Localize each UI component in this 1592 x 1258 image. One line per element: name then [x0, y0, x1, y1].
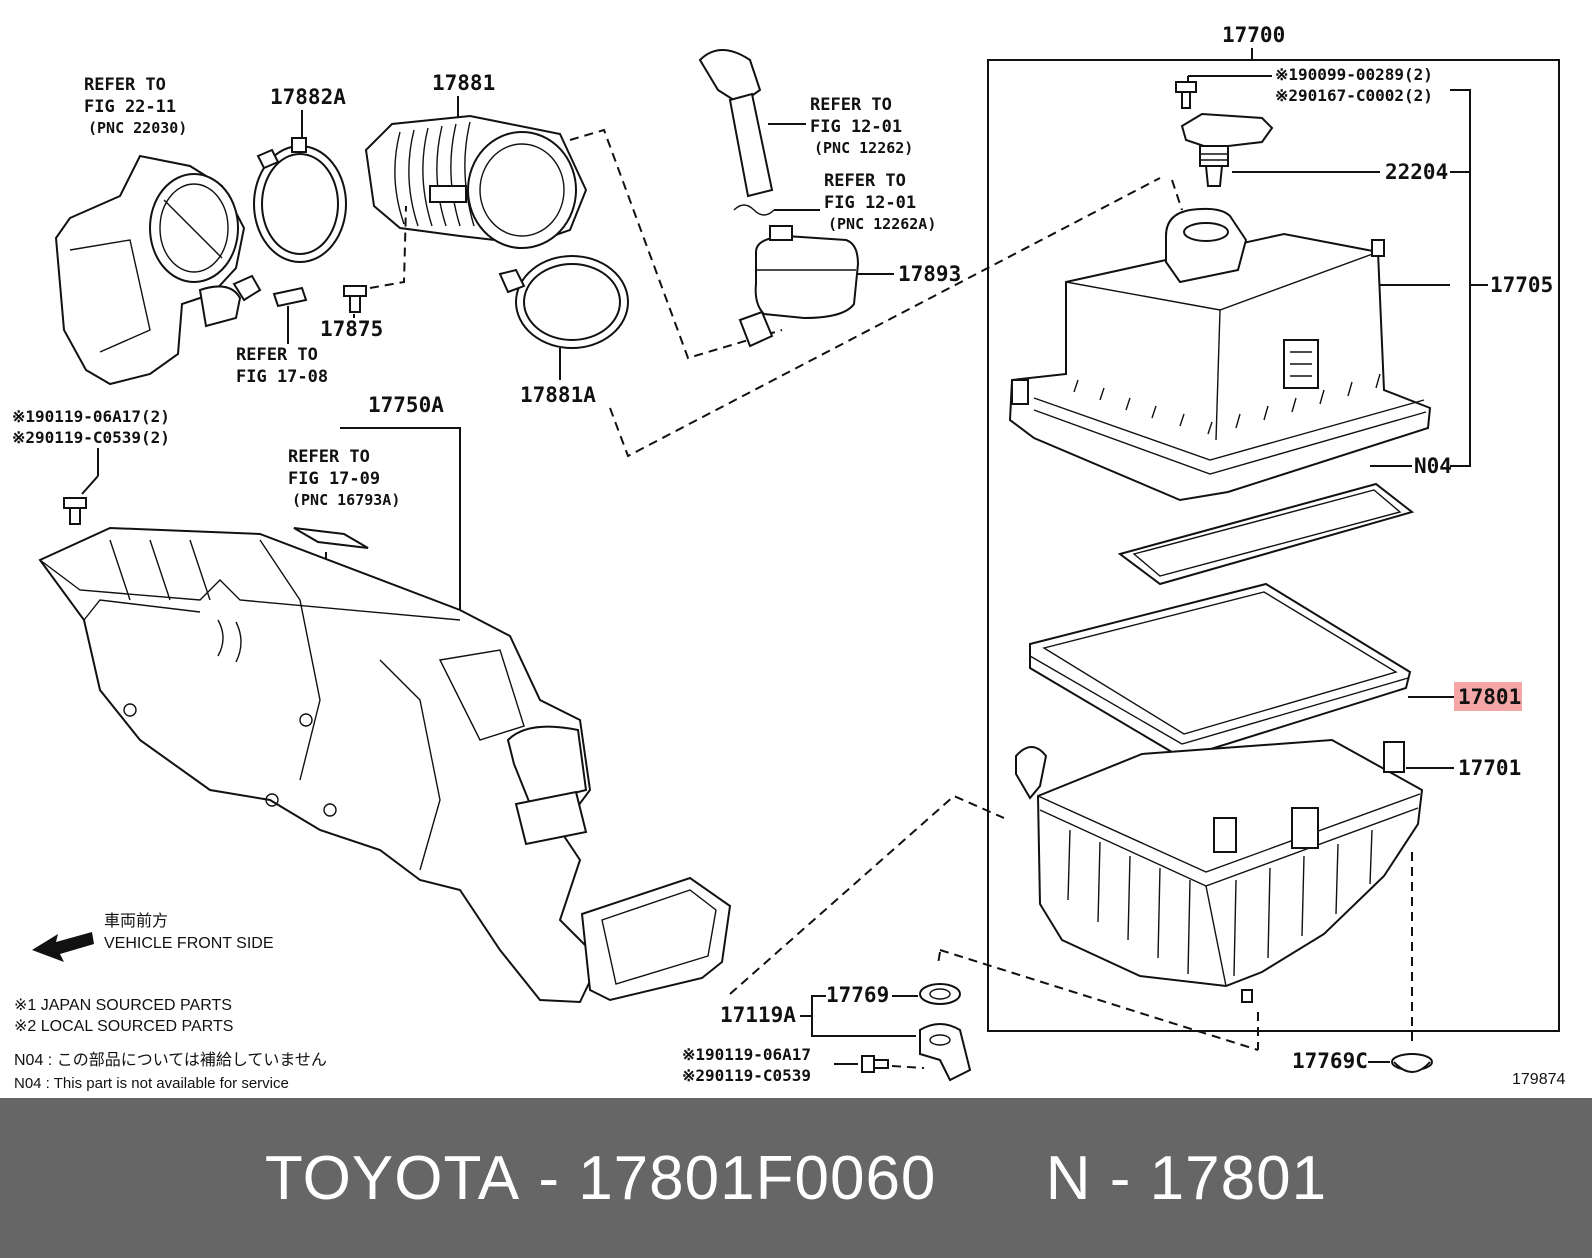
legend-source-1: ※1 JAPAN SOURCED PARTS	[14, 997, 232, 1014]
air-inlet-duct-17750A	[38, 526, 732, 1004]
ref-fig-17-08-line2: FIG 17-08	[236, 367, 328, 387]
footer-short-prefix: N	[1045, 1143, 1092, 1213]
legend-front-en: VEHICLE FRONT SIDE	[104, 935, 274, 952]
air-filter-element-17801	[1029, 582, 1412, 760]
ref-fig-17-09-line3: (PNC 16793A)	[292, 491, 400, 509]
label-17881[interactable]: 17881	[432, 71, 495, 95]
label-17801[interactable]: 17801	[1458, 685, 1521, 709]
bracket-17119A	[919, 1023, 972, 1082]
ref-fig-22-11-line1: REFER TO	[84, 75, 166, 95]
highlight-17801	[1454, 682, 1522, 711]
label-17882A[interactable]: 17882A	[270, 85, 346, 109]
footer-sep-2: -	[1091, 1143, 1150, 1213]
label-17700[interactable]: 17700	[1222, 23, 1285, 47]
seal-piece	[293, 527, 369, 549]
intake-air-hose-17881	[364, 114, 588, 249]
legend-front-jp: 車両前方	[104, 912, 168, 930]
footer-gap	[936, 1143, 1045, 1214]
part-number-banner: TOYOTA - 17801F0060 N - 17801	[0, 1098, 1592, 1258]
bolt-icon	[1175, 81, 1197, 109]
breather-hose	[698, 49, 774, 198]
ref-fig-22-11-line2: FIG 22-11	[84, 97, 176, 117]
bolt-icon-left	[63, 497, 87, 525]
air-cleaner-lower-case	[1015, 738, 1424, 1003]
ref-fig-17-08-line1: REFER TO	[236, 345, 318, 365]
bolt-spec-left-1: ※190119-06A17(2)	[12, 407, 170, 426]
legend-n04-jp: N04 : この部品については補給していません	[14, 1051, 327, 1069]
assembly-frame-17700	[987, 59, 1560, 1032]
footer-brand: TOYOTA	[264, 1143, 521, 1213]
footer-part-number: 17801F0060	[578, 1143, 937, 1213]
vehicle-front-arrow-icon	[32, 932, 94, 962]
label-17893[interactable]: 17893	[898, 262, 961, 286]
ref-fig-22-11-line3: (PNC 22030)	[88, 119, 187, 137]
resonator-17893	[738, 225, 860, 348]
ref-fig-17-09-line2: FIG 17-09	[288, 469, 380, 489]
ref-fig-12-01a-line2: FIG 12-01	[824, 193, 916, 213]
label-17769C[interactable]: 17769C	[1292, 1049, 1368, 1073]
label-17750A[interactable]: 17750A	[368, 393, 444, 417]
footer-sep-1: -	[520, 1143, 579, 1213]
label-22204[interactable]: 22204	[1385, 160, 1448, 184]
parts-diagram: 17700 17705 ※190099-00289(2) ※290167-C00…	[12, 23, 1565, 1092]
ref-fig-12-01-line3: (PNC 12262)	[814, 139, 913, 157]
label-17705[interactable]: 17705	[1490, 273, 1553, 297]
ref-fig-12-01-line2: FIG 12-01	[810, 117, 902, 137]
ref-fig-17-09-line1: REFER TO	[288, 447, 370, 467]
air-cleaner-upper-case	[1008, 207, 1432, 502]
bolt-spec-bottom-1: ※190119-06A17	[682, 1045, 811, 1064]
hose-clip-icon	[733, 204, 775, 216]
small-hose	[272, 286, 308, 308]
bolt-icon-bottom	[861, 1055, 889, 1073]
bolt-17875	[343, 285, 367, 313]
bolt-spec-top-1: ※190099-00289(2)	[1275, 65, 1433, 84]
grommet-17769	[919, 983, 961, 1005]
label-17119A[interactable]: 17119A	[720, 1003, 796, 1027]
bolt-spec-bottom-2: ※290119-C0539	[682, 1066, 811, 1085]
ref-fig-12-01-line1: REFER TO	[810, 95, 892, 115]
label-17701[interactable]: 17701	[1458, 756, 1521, 780]
figure-number: 179874	[1512, 1071, 1565, 1088]
air-flow-meter-sensor	[1180, 112, 1274, 187]
ref-fig-12-01a-line1: REFER TO	[824, 171, 906, 191]
label-17875[interactable]: 17875	[320, 317, 383, 341]
label-17769[interactable]: 17769	[826, 983, 889, 1007]
label-17881A[interactable]: 17881A	[520, 383, 596, 407]
hose-clamp-17881A	[498, 255, 629, 349]
legend-source-2: ※2 LOCAL SOURCED PARTS	[14, 1018, 233, 1035]
hose-clamp-17882A	[253, 137, 347, 263]
grommet-17769C	[1391, 1053, 1433, 1073]
label-N04[interactable]: N04	[1414, 454, 1452, 478]
bolt-spec-top-2: ※290167-C0002(2)	[1275, 86, 1433, 105]
footer-short-number: 17801	[1149, 1143, 1328, 1213]
bolt-spec-left-2: ※290119-C0539(2)	[12, 428, 170, 447]
throttle-body	[54, 154, 262, 386]
ref-fig-12-01a-line3: (PNC 12262A)	[828, 215, 936, 233]
gasket-N04	[1117, 482, 1415, 586]
legend-n04-en: N04 : This part is not available for ser…	[14, 1075, 289, 1092]
